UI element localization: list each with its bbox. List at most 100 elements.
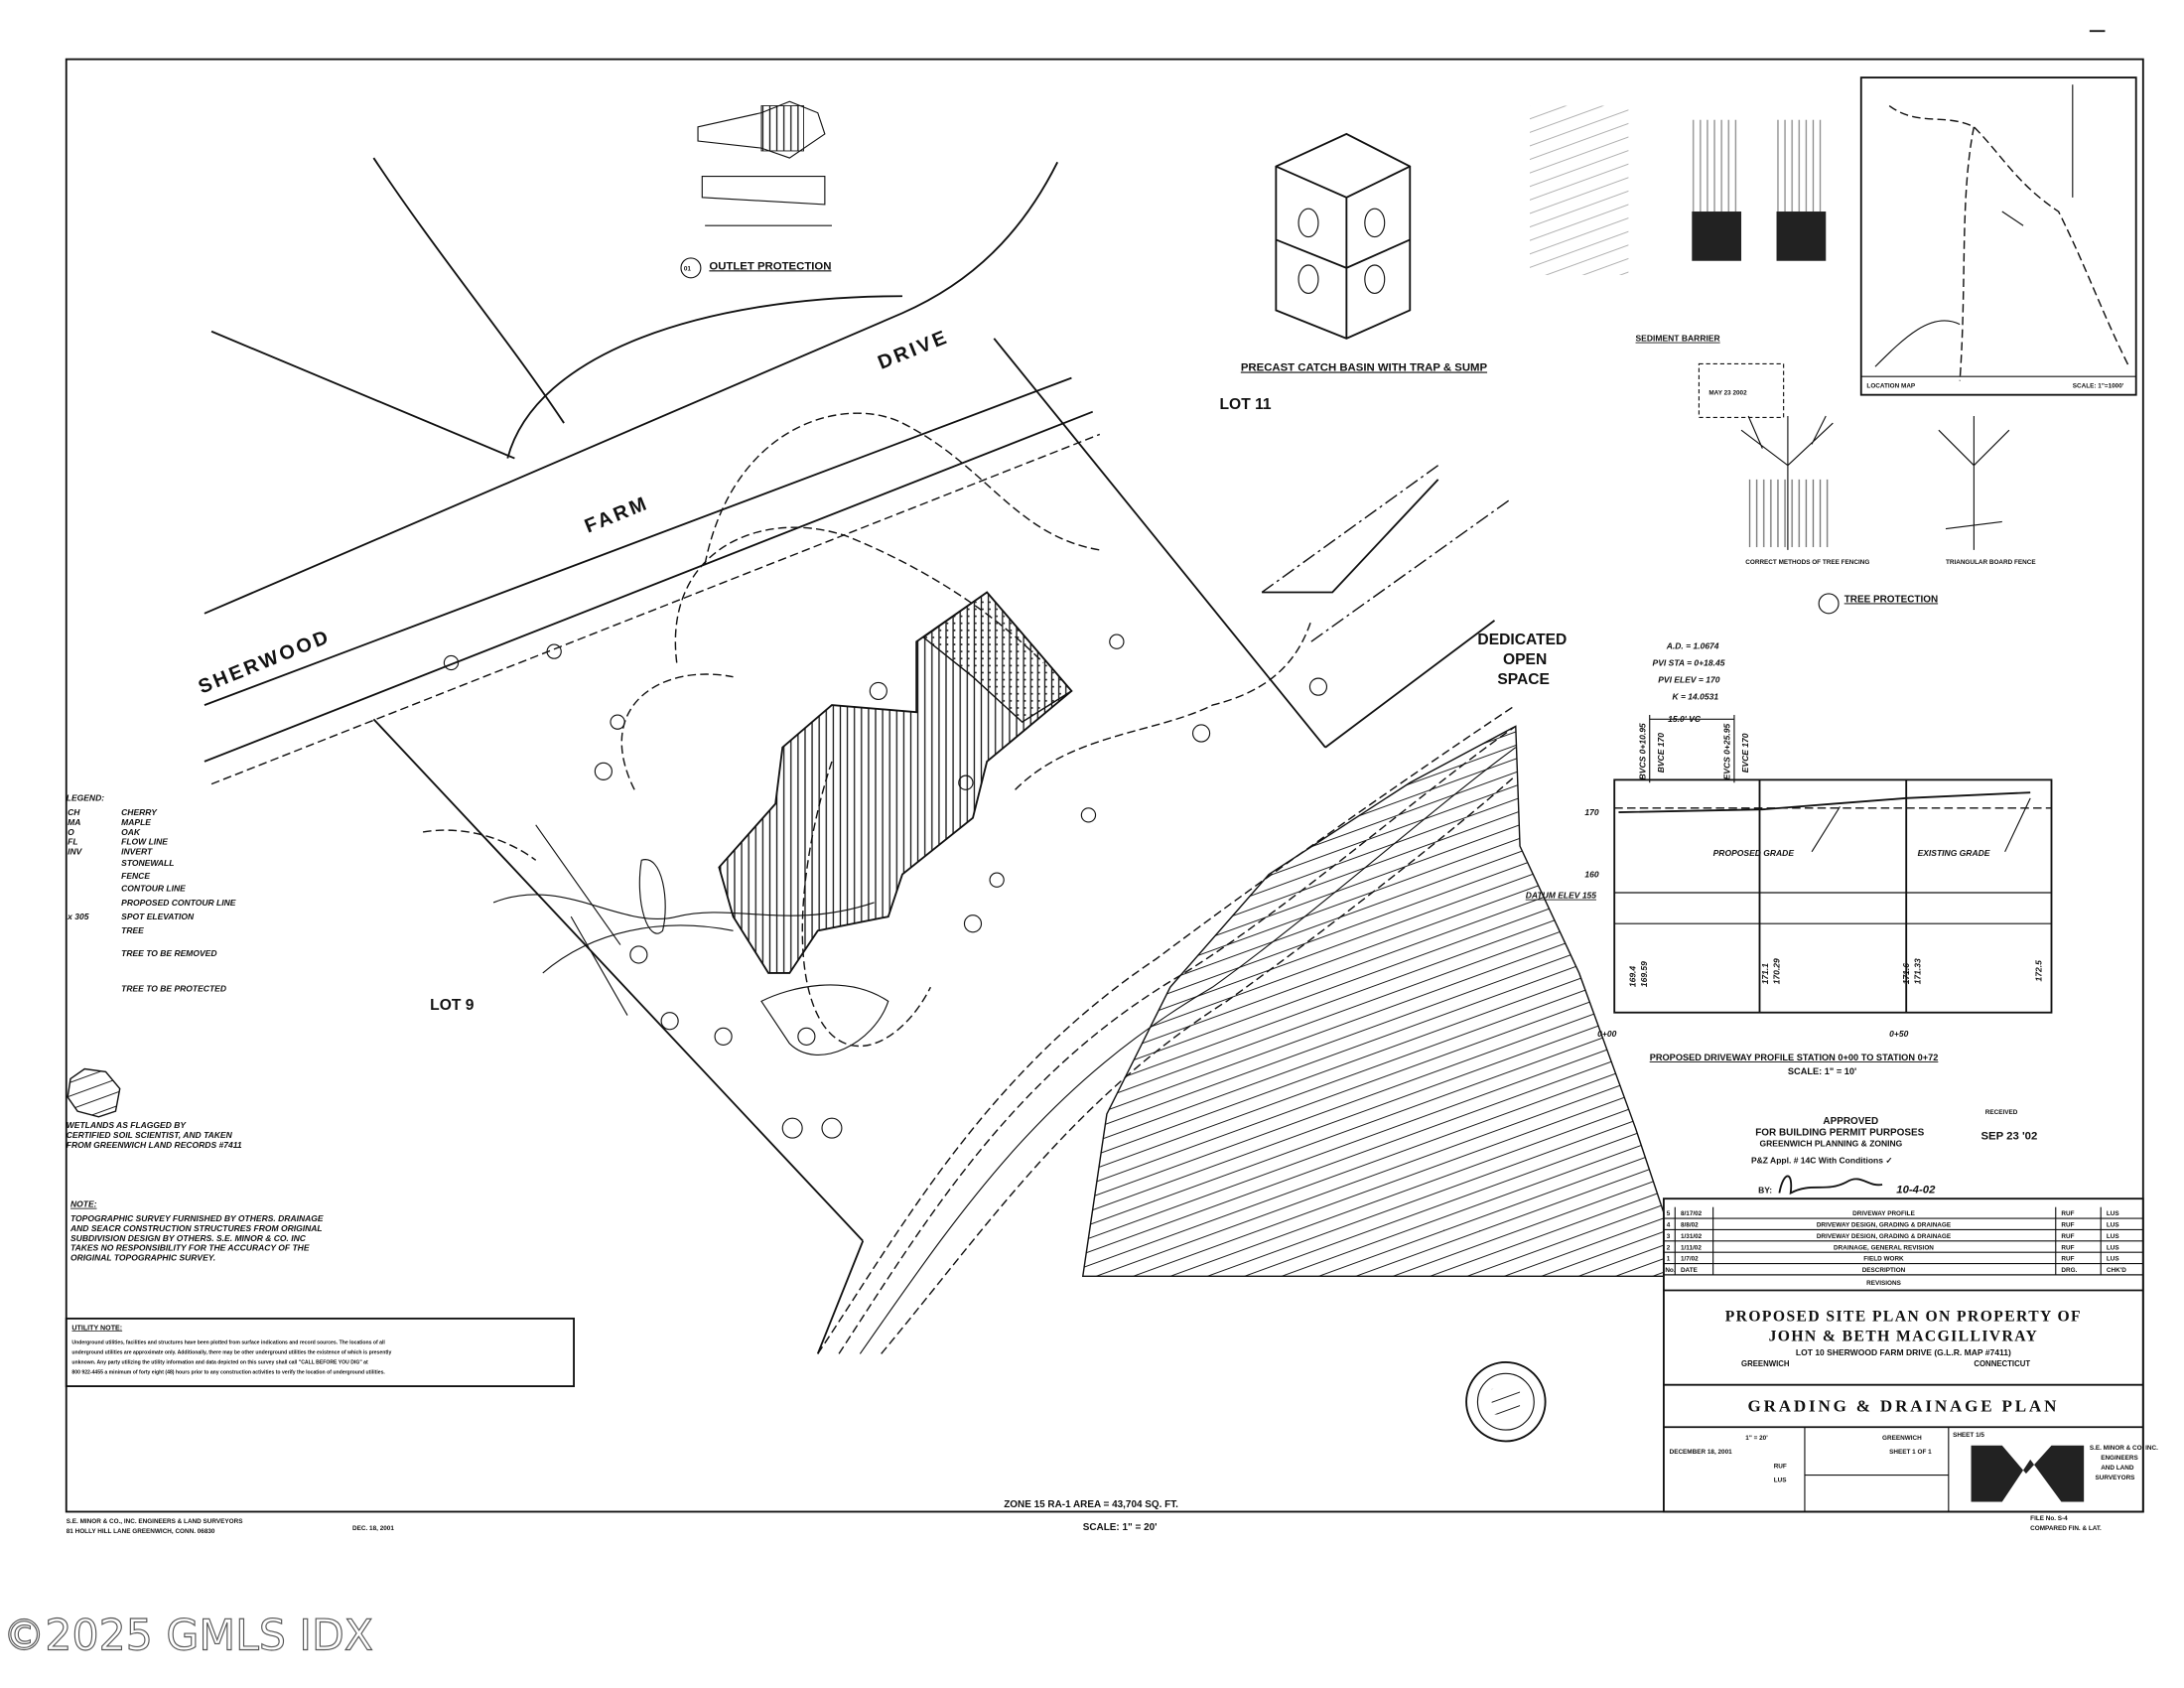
legend-title: LEGEND: [67, 793, 104, 803]
legend-symbol: FL [68, 837, 77, 847]
tree-fence-caption-2: TRIANGULAR BOARD FENCE [1946, 559, 2036, 566]
revision-cell-date: 1/11/02 [1681, 1244, 1702, 1251]
approved-appl: P&Z Appl. # 14C With Conditions ✓ [1751, 1156, 1893, 1166]
legend-symbol: INV [68, 847, 83, 857]
open-space-label-1: DEDICATED [1477, 632, 1567, 648]
profile-elev-2a: 171.6 [1901, 963, 1911, 985]
utility-line-4: 800 922-4455 a minimum of forty eight (4… [71, 1369, 385, 1375]
legend-label: FLOW LINE [121, 837, 168, 847]
profile-bvce: BVCE 170 [1656, 733, 1666, 773]
profile-datum: DATUM ELEV 155 [1526, 891, 1597, 901]
revision-cell-drg: RUF [2061, 1256, 2074, 1263]
signature [1778, 1175, 1883, 1196]
title-sheet-no: SHEET 1/5 [1953, 1432, 1984, 1439]
revision-cell-chk: LUS [2107, 1233, 2119, 1240]
location-map-label: LOCATION MAP [1866, 383, 1916, 390]
revision-header-date: DATE [1681, 1267, 1698, 1274]
title-line-3: LOT 10 SHERWOOD FARM DRIVE (G.L.R. MAP #… [1796, 1347, 2011, 1357]
profile-bvcs: BVCS 0+10.95 [1637, 723, 1647, 779]
file-number: FILE No. S-4 [2030, 1515, 2068, 1522]
firm-block-4: SURVEYORS [2096, 1475, 2135, 1481]
road-label-drive: DRIVE [875, 326, 952, 373]
profile-elev-0a: 169.4 [1628, 966, 1638, 988]
title-state: CONNECTICUT [1974, 1359, 2030, 1368]
profile-evcs: EVCS 0+25.95 [1722, 724, 1732, 780]
title-sheet: SHEET 1 OF 1 [1889, 1449, 1932, 1456]
profile-station-50: 0+50 [1889, 1029, 1908, 1039]
plan-title: GRADING & DRAINAGE PLAN [1748, 1397, 2060, 1416]
tree-protection-detail: CORRECT METHODS OF TREE FENCING TRIANGUL… [1740, 415, 2036, 615]
revision-cell-drg: RUF [2061, 1233, 2074, 1240]
legend-symbol: O [68, 827, 74, 837]
legend-label: SPOT ELEVATION [121, 912, 195, 921]
title-checked: LUS [1774, 1477, 1787, 1484]
utility-line-3: unknown. Any party utilizing the utility… [71, 1359, 368, 1365]
utility-line-1: Underground utilities, facilities and st… [71, 1339, 385, 1345]
wetlands-area [1081, 725, 1665, 1278]
revision-cell-chk: LUS [2107, 1256, 2119, 1263]
firm-logo [1971, 1445, 2085, 1502]
outlet-protection-label: OUTLET PROTECTION [709, 260, 831, 272]
revision-header-no: No. [1665, 1267, 1675, 1274]
title-date: DECEMBER 18, 2001 [1670, 1449, 1733, 1456]
legend-label: TREE TO BE PROTECTED [121, 983, 226, 993]
revision-cell-desc: DRIVEWAY PROFILE [1852, 1210, 1915, 1217]
utility-note-title: UTILITY NOTE: [71, 1324, 122, 1332]
profile-pvi-sta: PVI STA = 0+18.45 [1653, 657, 1725, 667]
profile-pvi-elev: PVI ELEV = 170 [1658, 674, 1720, 684]
revision-cell-drg: RUF [2061, 1244, 2074, 1251]
received-stamp [1698, 362, 1785, 418]
profile-y-160: 160 [1584, 869, 1598, 879]
revision-cell-no: 5 [1667, 1210, 1671, 1217]
received-label: RECEIVED [1985, 1109, 2018, 1116]
profile-vc: 15.0' VC [1668, 714, 1702, 724]
approved-line-2: GREENWICH PLANNING & ZONING [1759, 1139, 1902, 1149]
tree-symbols [443, 633, 1328, 1139]
wetlands-legend: WETLANDS AS FLAGGED BY CERTIFIED SOIL SC… [67, 1067, 324, 1263]
footer-firm-1: S.E. MINOR & CO., INC. ENGINEERS & LAND … [67, 1518, 243, 1525]
tree-protection-label: TREE PROTECTION [1844, 594, 1938, 605]
property-lines [372, 338, 1510, 1354]
engineer-seal [1465, 1361, 1547, 1443]
profile-k: K = 14.0531 [1672, 691, 1718, 701]
revision-cell-no: 1 [1667, 1256, 1671, 1263]
driveway-profile: A.D. = 1.0674 PVI STA = 0+18.45 PVI ELEV… [1526, 640, 2053, 1076]
open-space-label-3: SPACE [1497, 671, 1550, 688]
wetlands-note-2: CERTIFIED SOIL SCIENTIST, AND TAKEN [67, 1130, 233, 1140]
legend-label: STONEWALL [121, 858, 174, 868]
approved-date: 10-4-02 [1896, 1185, 1936, 1196]
approved-line-1: FOR BUILDING PERMIT PURPOSES [1755, 1127, 1924, 1138]
firm-block-3: AND LAND [2101, 1465, 2134, 1472]
profile-scale: SCALE: 1" = 10' [1788, 1066, 1856, 1076]
note-line-2: AND SEACR CONSTRUCTION STRUCTURES FROM O… [69, 1223, 323, 1233]
note-line-3: SUBDIVISION DESIGN BY OTHERS. S.E. MINOR… [70, 1233, 307, 1243]
outlet-protection-detail: 01 OUTLET PROTECTION [680, 100, 832, 279]
legend-symbol: CH [68, 807, 80, 817]
revision-cell-desc: DRIVEWAY DESIGN, GRADING & DRAINAGE [1817, 1233, 1951, 1240]
footer-firm-2: 81 HOLLY HILL LANE GREENWICH, CONN. 0683… [67, 1528, 215, 1535]
zone-area: ZONE 15 RA-1 AREA = 43,704 SQ. FT. [1004, 1499, 1178, 1510]
revision-cell-desc: FIELD WORK [1863, 1256, 1904, 1263]
profile-elev-3a: 172.5 [2034, 960, 2044, 982]
tree-fence-caption-1: CORRECT METHODS OF TREE FENCING [1745, 559, 1869, 566]
note-line-1: TOPOGRAPHIC SURVEY FURNISHED BY OTHERS. … [70, 1213, 324, 1223]
existing-grade-label: EXISTING GRADE [1918, 848, 1990, 858]
proposed-grade-label: PROPOSED GRADE [1713, 848, 1795, 858]
revision-cell-date: 1/31/02 [1681, 1233, 1703, 1240]
legend-symbol: x 305 [67, 912, 89, 921]
revision-cell-date: 8/17/02 [1681, 1210, 1703, 1217]
firm-block-2: ENGINEERS [2101, 1455, 2138, 1462]
proposed-driveway-area [922, 591, 1073, 724]
profile-title: PROPOSED DRIVEWAY PROFILE STATION 0+00 T… [1650, 1053, 1939, 1062]
stamp-date: MAY 23 2002 [1708, 390, 1747, 397]
outlet-detail-number: 01 [684, 266, 692, 273]
profile-elev-1a: 171.1 [1760, 963, 1770, 985]
revision-cell-no: 2 [1667, 1244, 1671, 1251]
firm-block-1: S.E. MINOR & CO. INC. [2090, 1445, 2158, 1452]
revision-cell-chk: LUS [2107, 1244, 2119, 1251]
compared: COMPARED FIN. & LAT. [2030, 1525, 2102, 1532]
lot-9-label: LOT 9 [430, 997, 475, 1014]
